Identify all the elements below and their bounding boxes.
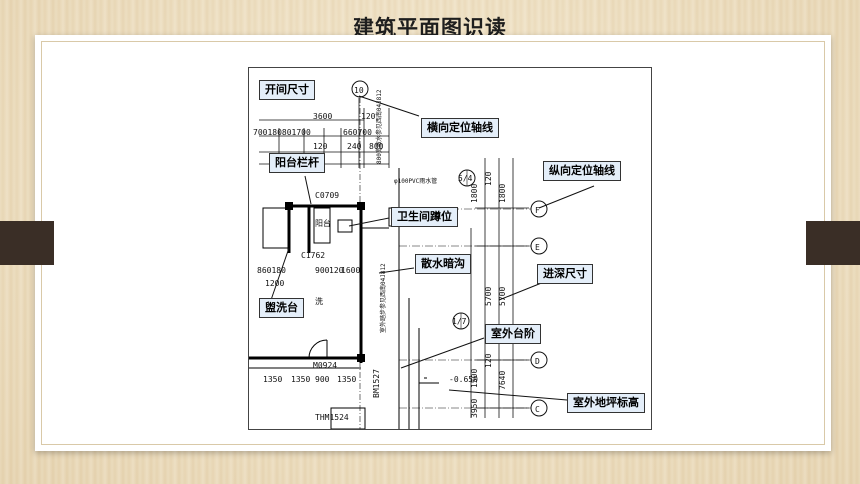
- axis-5-4-label: 5/4: [458, 174, 473, 183]
- callout-balcony-railing: 阳台栏杆: [269, 153, 325, 173]
- label-c0709: C0709: [315, 191, 339, 200]
- callout-bay-size: 开间尺寸: [259, 80, 315, 100]
- door-m0924: M0924: [313, 361, 337, 370]
- dim-120b: 120: [313, 142, 328, 151]
- vdim: 1800: [498, 184, 507, 203]
- axis-10-label: 10: [354, 86, 364, 95]
- vdim: 120: [484, 171, 493, 186]
- axis-1-7-label: 1/7: [452, 317, 467, 326]
- dim-660700: 660700: [343, 128, 372, 137]
- callout-longitudinal-axis: 纵向定位轴线: [543, 161, 621, 181]
- axis-F-label: F: [535, 206, 540, 215]
- label-balcony: 阳台: [315, 218, 331, 228]
- note-steps: 室外踏步参见西南04J812: [379, 263, 387, 333]
- callout-washbasin: 盥洗台: [259, 298, 304, 318]
- dim-1600: 1600: [341, 266, 360, 275]
- callout-depth-size: 进深尺寸: [537, 264, 593, 284]
- axis-C-label: C: [535, 405, 540, 414]
- callout-outdoor-steps: 室外台阶: [485, 324, 541, 344]
- floor-plan-figure: 10 1800 120 1800 5700 5700 120 1500 7640…: [248, 67, 652, 430]
- floor-plan-drawing: 10 1800 120 1800 5700 5700 120 1500 7640…: [249, 80, 595, 429]
- vdim: 7640: [498, 371, 507, 390]
- vdim: 1500: [470, 369, 479, 388]
- bm-label: BM1527: [372, 369, 381, 398]
- left-tab-decoration: [0, 221, 54, 265]
- callout-toilet-squat: 卫生间蹲位: [391, 207, 458, 227]
- vdim: 5700: [484, 287, 493, 306]
- vdim: 5700: [498, 287, 507, 306]
- note-drainage: 800宽散水参见西南04J812: [375, 89, 383, 164]
- door-c1762: C1762: [301, 251, 325, 260]
- callout-horizontal-axis: 横向定位轴线: [421, 118, 499, 138]
- note-pipe: φ100PVC雨水管: [394, 177, 437, 185]
- dim-120: 120: [361, 112, 376, 121]
- vdim: 120: [484, 353, 493, 368]
- right-tab-decoration: [806, 221, 860, 265]
- dim-240: 240: [347, 142, 362, 151]
- dim-row2: 700180801700: [253, 128, 311, 137]
- axis-E-label: E: [535, 243, 540, 252]
- dim-row-mid: 860180: [257, 266, 286, 275]
- bottom-dim: 1350: [263, 375, 282, 384]
- bottom-dim: 1350: [291, 375, 310, 384]
- door-thm: THM1524: [315, 413, 349, 422]
- axis-D-label: D: [535, 357, 540, 366]
- bottom-dim: 1350: [337, 375, 356, 384]
- vdim: 1800: [470, 184, 479, 203]
- dim-3600: 3600: [313, 112, 332, 121]
- bottom-dim: 900: [315, 375, 330, 384]
- dim-800: 800: [369, 142, 384, 151]
- dim-1200: 1200: [265, 279, 284, 288]
- dim-900: 900: [315, 266, 330, 275]
- dim-120c: 120: [329, 266, 344, 275]
- callout-drainage-ditch: 散水暗沟: [415, 254, 471, 274]
- callout-outdoor-ground-elevation: 室外地坪标高: [567, 393, 645, 413]
- label-wash: 洗: [315, 296, 323, 306]
- vdim: 3950: [470, 399, 479, 418]
- elevation: -0.650: [449, 375, 478, 384]
